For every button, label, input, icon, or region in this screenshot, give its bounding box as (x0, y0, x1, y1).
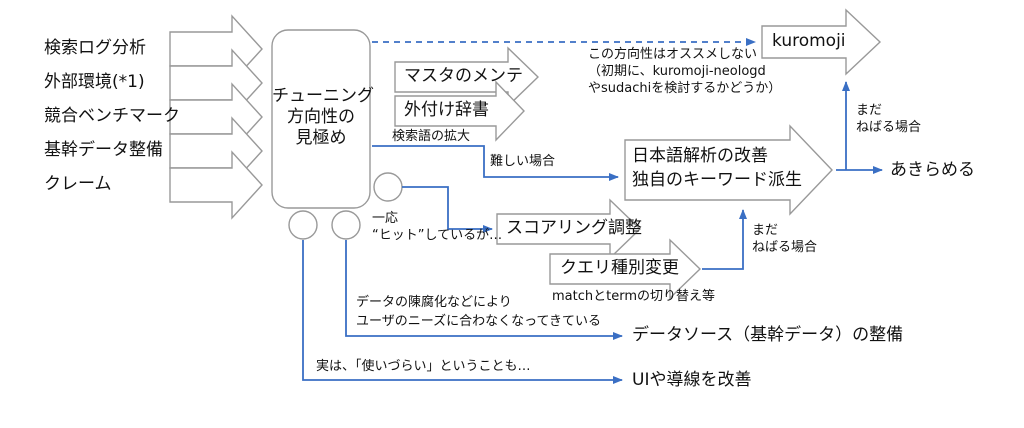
hit-note-2: “ヒット”しているが… (372, 228, 503, 243)
match-term-label: matchとtermの切り替え等 (552, 289, 715, 304)
kuromoji-note-1: この方向性はオススメしない (588, 47, 758, 62)
source-label-1: 検索ログ分析 (44, 38, 146, 58)
connector-circle-right (373, 172, 403, 202)
source-label-4: 基幹データ整備 (44, 140, 163, 160)
source-arrow-5 (169, 150, 263, 220)
kuromoji-note-2: （初期に、kuromoji-neologd (588, 64, 766, 79)
expand-label: 検索語の拡大 (392, 129, 471, 144)
master-label: マスタのメンテ (404, 66, 523, 86)
source-label-2: 外部環境(*1) (44, 72, 145, 92)
tuning-box (271, 29, 371, 209)
connector-ui (302, 240, 623, 384)
connector-circle-bottom-left (288, 210, 318, 240)
hard-case-label: 難しい場合 (490, 154, 556, 169)
connector-circle-bottom-right (331, 210, 361, 240)
data-note-2: ユーザのニーズに合わなくなってきている (356, 314, 602, 329)
give-up-label: あきらめる (890, 160, 975, 180)
ui-improve-label: UIや導線を改善 (632, 370, 752, 390)
scoring-label: スコアリング調整 (506, 218, 642, 238)
give-up-condition-1: まだ (856, 103, 883, 118)
source-label-5: クレーム (44, 174, 112, 194)
persist-condition-2: ねばる場合 (752, 240, 818, 255)
connector-scoring (402, 186, 493, 233)
japanese-analysis-line-1: 日本語解析の改善 (632, 146, 768, 166)
external-dict-label: 外付け辞書 (404, 100, 489, 120)
scoring-arrow (496, 198, 642, 260)
data-note-1: データの陳腐化などにより (356, 295, 512, 310)
source-label-3: 競合ベンチマーク (44, 106, 180, 126)
tuning-box-line-1: チューニング (272, 86, 374, 106)
query-change-label: クエリ種別変更 (560, 258, 679, 278)
ui-note: 実は、「使いづらい」ということも… (316, 359, 531, 374)
japanese-analysis-arrow (624, 124, 833, 216)
hit-note-1: 一応 (372, 211, 399, 226)
connector-hard-case (372, 145, 619, 181)
query-change-arrow (549, 238, 702, 300)
tuning-box-line-2: 方向性の (287, 107, 355, 127)
tuning-box-line-3: 見極め (295, 128, 347, 148)
kuromoji-arrow (761, 8, 882, 76)
connector-data-source (345, 240, 623, 340)
persist-condition-1: まだ (752, 223, 779, 238)
give-up-condition-2: ねばる場合 (856, 120, 922, 135)
kuromoji-note-3: やsudachiを検討するかどうか） (588, 81, 782, 96)
japanese-analysis-line-2: 独自のキーワード派生 (632, 170, 802, 190)
data-source-label: データソース（基幹データ）の整備 (632, 325, 904, 345)
external-dict-arrow (394, 80, 525, 142)
connector-query-persist (702, 209, 747, 270)
kuromoji-label: kuromoji (772, 31, 846, 51)
